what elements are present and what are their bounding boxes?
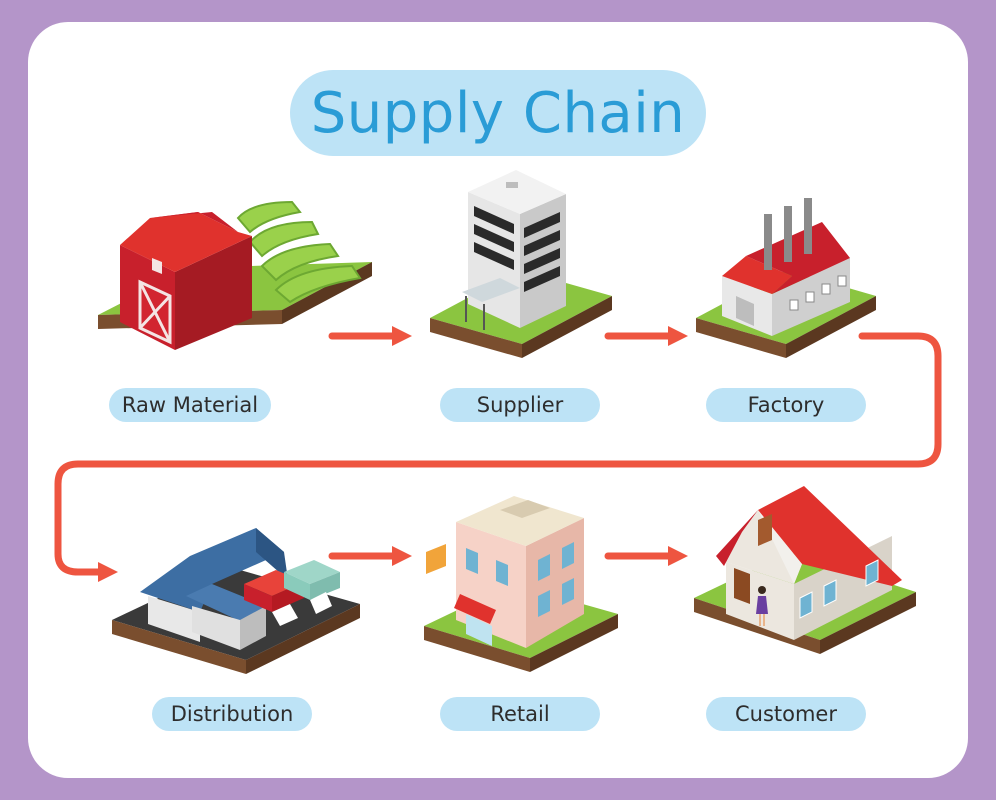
stage-label: Customer	[734, 702, 837, 726]
label-factory: Factory	[706, 388, 866, 422]
stage-label: Supplier	[476, 393, 564, 417]
warehouse-icon	[112, 528, 360, 674]
arrow-factory-to-distribution-head	[98, 562, 118, 582]
barn-icon	[98, 200, 372, 350]
page-title: Supply Chain	[310, 80, 686, 146]
arrow-factory-to-distribution	[54, 332, 942, 576]
label-distribution: Distribution	[152, 697, 312, 731]
factory-icon	[696, 198, 876, 358]
arrow-distribution-to-retail-head	[392, 546, 412, 566]
office-building-icon	[430, 170, 612, 358]
label-supplier: Supplier	[440, 388, 600, 422]
label-customer: Customer	[706, 697, 866, 731]
stage-label: Factory	[747, 393, 825, 417]
shop-icon	[424, 496, 618, 672]
label-retail: Retail	[440, 697, 600, 731]
house-icon	[694, 486, 916, 654]
arrow-supplier-to-factory-head	[668, 326, 688, 346]
label-raw-material: Raw Material	[109, 388, 271, 422]
flow-arrows	[54, 326, 942, 582]
title-pill: Supply Chain	[290, 70, 706, 156]
arrow-raw-to-supplier-head	[392, 326, 412, 346]
stage-label: Distribution	[170, 702, 294, 726]
stage-label: Retail	[490, 702, 550, 726]
stage-label: Raw Material	[121, 393, 259, 417]
arrow-retail-to-customer-head	[668, 546, 688, 566]
